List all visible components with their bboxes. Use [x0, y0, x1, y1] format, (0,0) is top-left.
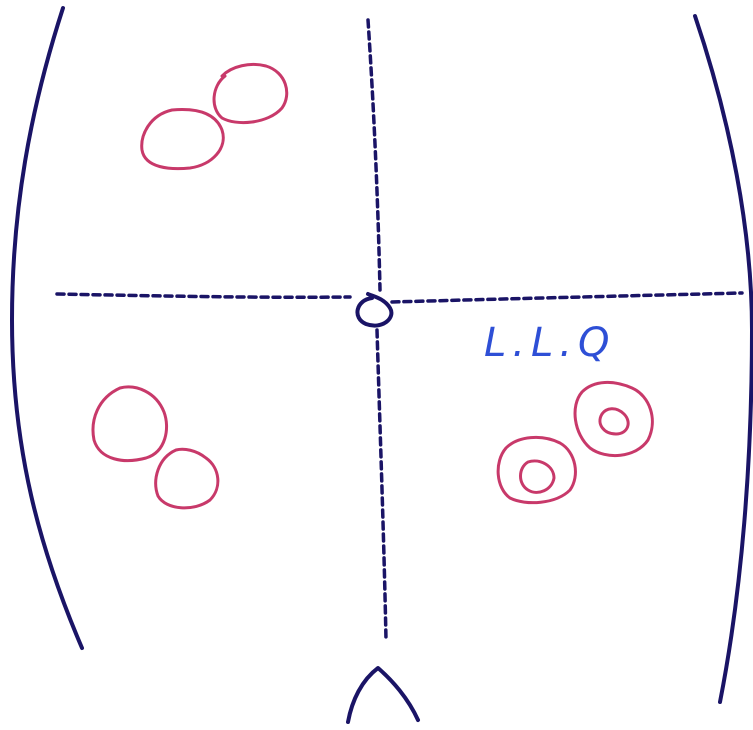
quadrant-label: L.L.Q — [484, 320, 615, 366]
umbilicus-mark — [355, 292, 394, 328]
horizontal-line-right — [390, 291, 744, 304]
lesion-ruq-2 — [212, 62, 289, 125]
left-flank-line — [10, 6, 84, 650]
right-flank-line — [693, 14, 753, 704]
lesion-lrq-2 — [154, 447, 220, 510]
vertical-midline — [366, 18, 382, 292]
lesion-lrq-1 — [91, 385, 169, 462]
vertical-midline-lower — [375, 328, 388, 642]
lesion-llq-target-2-outer — [573, 381, 654, 458]
horizontal-line-left — [55, 292, 352, 300]
lesion-llq-target-2-inner — [598, 407, 630, 436]
pubic-arch-line — [346, 666, 420, 724]
lesion-llq-target-1-outer — [496, 435, 577, 505]
lesion-ruq-1 — [140, 108, 225, 171]
lesion-llq-target-1-inner — [519, 459, 556, 494]
